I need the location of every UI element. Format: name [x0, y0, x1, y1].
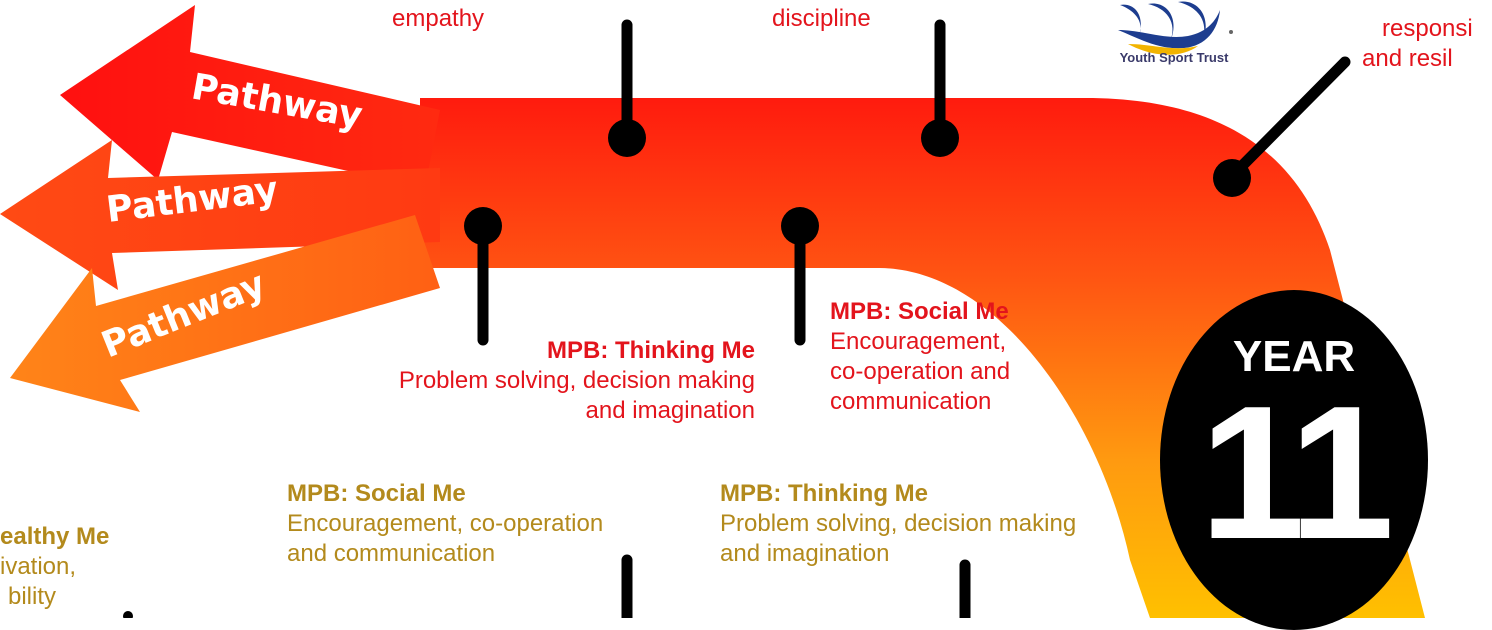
- label-responsibility-line1: responsi: [1382, 15, 1473, 42]
- red-thinking-line2: and imagination: [585, 397, 755, 424]
- pathway-arrow-1: [60, 5, 440, 188]
- gold-thinking-title: MPB: Thinking Me: [720, 480, 928, 507]
- gold-thinking-block: MPB: Thinking Me Problem solving, decisi…: [720, 479, 1160, 569]
- red-thinking-line1: Problem solving, decision making: [398, 367, 755, 394]
- year-badge-label: YEAR: [1232, 332, 1356, 381]
- red-thinking-block: MPB: Thinking Me Problem solving, decisi…: [285, 336, 755, 426]
- gold-social-line2: and communication: [287, 540, 496, 567]
- gold-social-line1: Encouragement, co-operation: [287, 510, 604, 537]
- connector-empathy: [608, 19, 646, 157]
- gold-healthy-line1: ivation,: [0, 553, 77, 580]
- label-empathy: empathy: [392, 5, 485, 32]
- red-social-block: MPB: Social Me Encouragement, co-operati…: [830, 297, 1090, 417]
- year-badge-number: 11: [1199, 367, 1395, 579]
- gold-healthy-line2: bility: [8, 583, 57, 610]
- logo-text: Youth Sport Trust: [1119, 50, 1229, 65]
- gold-thinking-line2: and imagination: [720, 540, 890, 567]
- year-badge: [1160, 290, 1428, 630]
- red-social-line3: communication: [830, 388, 992, 415]
- red-thinking-title: MPB: Thinking Me: [547, 337, 755, 364]
- label-responsibility-line2: and resil: [1362, 45, 1453, 72]
- connector-discipline: [921, 19, 959, 157]
- pathway-arrow-2: [0, 140, 440, 290]
- label-discipline: discipline: [772, 5, 871, 32]
- red-social-line2: co-operation and: [830, 358, 1011, 385]
- red-social-line1: Encouragement,: [830, 328, 1007, 355]
- gold-social-title: MPB: Social Me: [287, 480, 466, 507]
- red-social-title: MPB: Social Me: [830, 298, 1009, 325]
- connector-responsibility: [1213, 56, 1351, 197]
- connector-thinking-red: [464, 207, 502, 346]
- pathway-arrow-3: [10, 215, 440, 412]
- gold-social-block: MPB: Social Me Encouragement, co-operati…: [287, 479, 707, 569]
- connector-social-red: [781, 207, 819, 346]
- youth-sport-trust-logo: [1118, 1, 1233, 55]
- gold-healthy-block: ealthy Me ivation, bility: [0, 522, 140, 612]
- gold-healthy-title: ealthy Me: [0, 523, 110, 550]
- gold-thinking-line1: Problem solving, decision making: [720, 510, 1077, 537]
- connector-healthy-gold: [123, 611, 133, 618]
